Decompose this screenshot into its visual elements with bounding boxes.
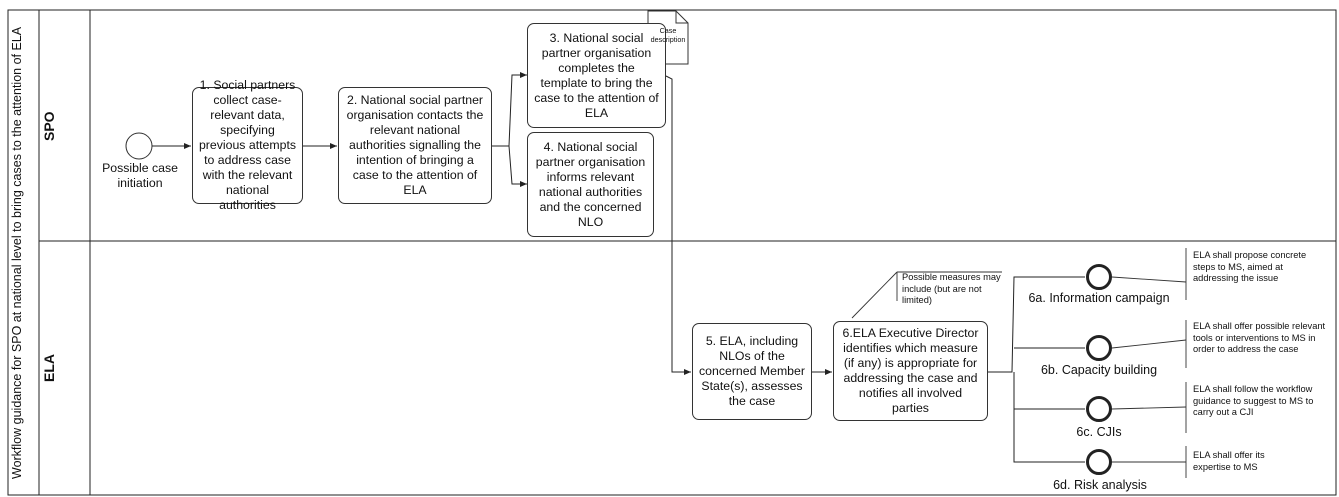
lane-label-spo: SPO <box>41 111 57 141</box>
task-3-complete-template[interactable]: 3. National social partner organisation … <box>527 23 666 128</box>
case-description-label: Case description <box>650 26 686 44</box>
pool-frame <box>7 9 1337 496</box>
end-event-6b-label: 6b. Capacity building <box>1040 363 1158 377</box>
end-events <box>1086 264 1112 475</box>
task-6-executive-director[interactable]: 6.ELA Executive Director identifies whic… <box>833 321 988 421</box>
note-6c: ELA shall follow the workflow guidance t… <box>1193 384 1314 417</box>
note-6a: ELA shall propose concrete steps to MS, … <box>1193 250 1307 283</box>
lane-label-ela: ELA <box>41 354 57 382</box>
task-5-ela-assesses[interactable]: 5. ELA, including NLOs of the concerned … <box>692 323 812 420</box>
start-event-circle <box>125 132 153 160</box>
task-4-inform-authorities[interactable]: 4. National social partner organisation … <box>527 132 654 237</box>
task-1-collect-data[interactable]: 1. Social partners collect case-relevant… <box>192 78 303 212</box>
end-event-6c-label: 6c. CJIs <box>1076 425 1122 439</box>
note-6d: ELA shall offer its expertise to MS <box>1193 450 1265 472</box>
sequence-flows <box>152 72 1085 463</box>
pool-title: Workflow guidance for SPO at national le… <box>10 26 24 479</box>
start-event-label: Possible case initiation <box>102 161 178 190</box>
task-2-contact-authorities[interactable]: 2. National social partner organisation … <box>338 87 492 204</box>
end-event-6a-label: 6a. Information campaign <box>1028 291 1170 305</box>
note-6b: ELA shall offer possible relevant tools … <box>1193 321 1326 354</box>
measures-annotation: Possible measures may include (but are n… <box>902 272 1001 305</box>
annotation-connectors <box>851 248 1187 478</box>
end-event-6d-label: 6d. Risk analysis <box>1053 478 1147 492</box>
